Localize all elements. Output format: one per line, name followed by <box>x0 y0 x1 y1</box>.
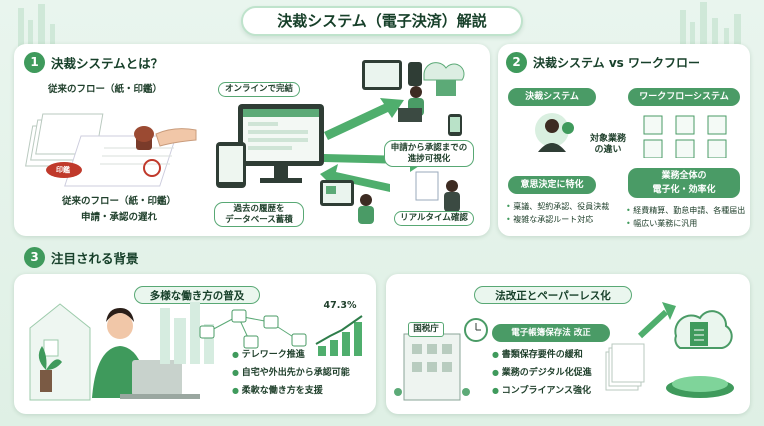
law-bullet: コンプライアンス強化 <box>492 382 592 400</box>
stamp-label: 印鑑 <box>56 166 70 174</box>
decision-focus-label: 意思決定に特化 <box>508 176 596 194</box>
approval-delay-label: 申請・承認の遅れ <box>80 212 157 223</box>
business-digitization-label: 業務全体の 電子化・効率化 <box>628 168 740 198</box>
page-title: 決裁システム（電子決済）解説 <box>241 6 523 36</box>
section-3-number: 3 <box>24 247 45 268</box>
telework-stat: 47.3% <box>323 300 357 311</box>
law-revision-bullets: 書類保存要件の緩和 業務のデジタル化促進 コンプライアンス強化 <box>492 346 592 400</box>
approval-bullet: 複雑な承認ルート対応 <box>506 213 622 226</box>
businessman-icon <box>535 113 574 152</box>
target-task-difference: 対象業務 の違い <box>589 134 626 155</box>
approval-bullet: 稟議、契約承認、役員決裁 <box>506 200 622 213</box>
workflow-bullet: 経費精算、勤怠申請、各種届出 <box>626 204 748 217</box>
workflow-icons-grid <box>643 115 727 158</box>
work-style-bullet: テレワーク推進 <box>232 346 350 364</box>
paperless-cloud-illustration <box>605 302 734 398</box>
flow-arrows <box>320 98 428 192</box>
progress-visibility-label: 申請から承認までの 進捗可視化 <box>384 140 474 168</box>
section-3-header: 3 注目される背景 <box>24 247 139 268</box>
desktop-user-icon <box>320 180 374 224</box>
remote-worker-illustration <box>29 302 214 401</box>
paper-stack-icon <box>25 113 197 187</box>
section-2-number: 2 <box>506 52 527 73</box>
section-1-title: 決裁システムとは？ <box>51 56 164 71</box>
section-1-header: 1 決裁システムとは？ <box>24 52 163 73</box>
online-complete-label: オンラインで完結 <box>218 82 300 97</box>
section-2-header: 2 決裁システム vs ワークフロー <box>506 52 700 73</box>
section-3-title: 注目される背景 <box>51 251 139 266</box>
computer-monitor-icon <box>216 104 324 188</box>
work-style-title: 多様な働き方の普及 <box>134 286 260 304</box>
law-bullet: 書類保存要件の緩和 <box>492 346 592 364</box>
work-style-bullet: 自宅や外出先から承認可能 <box>232 364 350 382</box>
workflow-system-label: ワークフローシステム <box>628 88 740 106</box>
legacy-flow-label-bottom: 従来のフロー（紙・印鑑） <box>61 196 176 207</box>
approval-system-bullets: 稟議、契約承認、役員決裁 複雑な承認ルート対応 <box>506 200 622 226</box>
work-style-bullets: テレワーク推進 自宅や外出先から承認可能 柔軟な働き方を支援 <box>232 346 350 400</box>
section-2-title: 決裁システム vs ワークフロー <box>533 56 700 70</box>
realtime-check-label: リアルタイム確認 <box>394 211 474 226</box>
work-style-bullet: 柔軟な働き方を支援 <box>232 382 350 400</box>
document-user-icon <box>415 171 460 212</box>
network-icon <box>199 309 307 349</box>
law-revision-title: 法改正とペーパーレス化 <box>474 286 632 304</box>
tax-agency-label: 国税庁 <box>408 322 444 337</box>
legacy-flow-label-top: 従来のフロー（紙・印鑑） <box>47 84 162 95</box>
workflow-bullet: 幅広い業務に汎用 <box>626 217 748 230</box>
laptop-user-icon <box>362 60 465 136</box>
history-database-label: 過去の履歴を データベース蓄積 <box>214 202 304 228</box>
section-1-number: 1 <box>24 52 45 73</box>
workflow-system-bullets: 経費精算、勤怠申請、各種届出 幅広い業務に汎用 <box>626 204 748 230</box>
e-book-law-label: 電子帳簿保存法 改正 <box>492 324 610 342</box>
tax-office-building-icon <box>394 318 488 401</box>
law-bullet: 業務のデジタル化促進 <box>492 364 592 382</box>
approval-system-label: 決裁システム <box>508 88 596 106</box>
